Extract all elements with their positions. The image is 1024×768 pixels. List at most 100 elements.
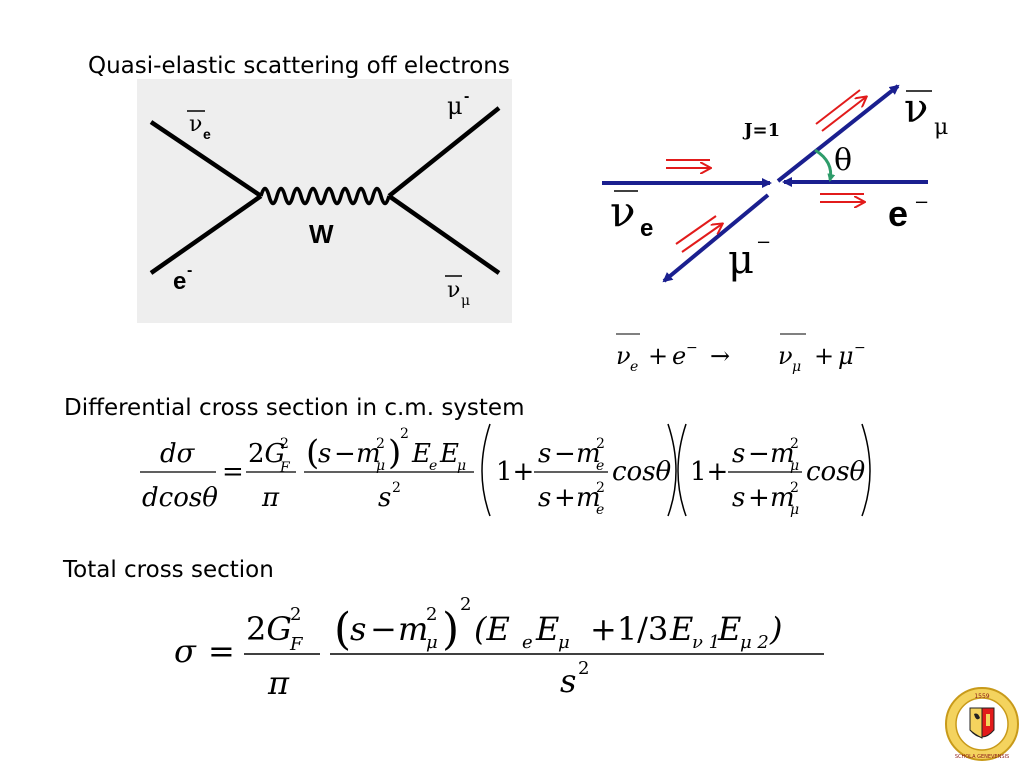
reaction-equation: ν e + e − → ν μ + μ − <box>616 330 866 377</box>
kin-electron-sup: − <box>914 192 929 213</box>
feynman-lines: ν e μ - W e - ν μ <box>149 88 501 309</box>
svg-text:): ) <box>442 604 459 655</box>
svg-text:=: = <box>222 457 244 487</box>
logo-motto: SCHOLA GENEVENSIS <box>955 754 1009 760</box>
svg-text:m: m <box>398 610 428 648</box>
svg-text:e: e <box>522 632 533 653</box>
feynman-w-label: W <box>309 219 334 249</box>
j-label: J=1 <box>742 120 780 141</box>
feynman-mu-sup: - <box>464 88 469 105</box>
kin-electron-label: e <box>888 193 908 234</box>
svg-text:E: E <box>717 610 741 648</box>
svg-text:s: s <box>538 439 551 469</box>
theta-arc <box>814 148 836 182</box>
svg-text:2: 2 <box>460 594 471 615</box>
svg-text:μ 2: μ 2 <box>740 632 769 653</box>
feynman-e-label: e <box>173 268 186 295</box>
svg-text:s: s <box>732 483 745 513</box>
spin-arrow-muon <box>675 215 722 253</box>
svg-text:F: F <box>279 460 291 476</box>
svg-text:=: = <box>208 632 235 670</box>
svg-text:s: s <box>350 610 366 648</box>
svg-text:e: e <box>596 458 604 474</box>
svg-text:): ) <box>388 433 401 473</box>
svg-text:m: m <box>770 483 795 513</box>
outgoing-nu-mu-line <box>776 84 900 183</box>
svg-text:μ: μ <box>457 458 466 474</box>
svg-text:2: 2 <box>392 480 401 496</box>
spin-arrow-nu-e <box>666 159 710 168</box>
total-formula: σ = 2G F 2 π ( s − m μ 2 ) 2 (E e E μ +1… <box>174 594 824 702</box>
svg-text:E: E <box>669 610 693 648</box>
svg-text:μ: μ <box>558 632 570 653</box>
svg-text:cosθ: cosθ <box>806 457 866 487</box>
feynman-nu-mu-sub: μ <box>461 293 470 309</box>
svg-text:1+: 1+ <box>690 457 728 487</box>
svg-text:dcosθ: dcosθ <box>142 483 218 513</box>
svg-text:(: ( <box>306 433 319 473</box>
outgoing-muon-line <box>662 193 770 283</box>
svg-text:m: m <box>770 439 795 469</box>
differential-heading: Differential cross section in c.m. syste… <box>64 395 525 421</box>
svg-text:): ) <box>769 610 782 648</box>
feynman-nu-e-bar-label: ν <box>189 112 202 137</box>
svg-text:μ: μ <box>426 632 438 653</box>
svg-text:ν e + e −: ν e + e − → ν μ + μ − <box>616 330 866 377</box>
svg-text:+: + <box>554 483 576 513</box>
university-logo: 1559 SCHOLA GENEVENSIS <box>944 686 1020 762</box>
svg-text:2: 2 <box>596 480 605 496</box>
feynman-diagram: ν e μ - W e - ν μ <box>137 79 512 323</box>
svg-text:μ: μ <box>790 458 799 474</box>
svg-text:−: − <box>334 439 356 469</box>
svg-text:s: s <box>560 662 576 700</box>
svg-text:−: − <box>554 439 576 469</box>
svg-text:s: s <box>378 483 391 513</box>
svg-text:2: 2 <box>790 480 799 496</box>
w-boson-propagator <box>259 186 391 206</box>
svg-text:s: s <box>538 483 551 513</box>
svg-text:dσ: dσ <box>160 439 196 469</box>
svg-text:μ: μ <box>790 502 799 518</box>
svg-text:ν 1: ν 1 <box>692 632 720 653</box>
svg-text:2: 2 <box>376 436 385 452</box>
svg-text:s: s <box>318 439 331 469</box>
svg-text:2: 2 <box>596 436 605 452</box>
helicity-diagram: J=1 θ ν μ ν e e − μ − <box>602 84 948 283</box>
svg-text:2: 2 <box>400 426 409 442</box>
svg-text:1+: 1+ <box>496 457 534 487</box>
svg-text:F: F <box>289 634 304 655</box>
svg-text:2G: 2G <box>246 610 292 648</box>
svg-text:s: s <box>732 439 745 469</box>
kin-muon-sup: − <box>756 232 771 253</box>
svg-text:m: m <box>576 439 601 469</box>
svg-text:m: m <box>356 439 381 469</box>
svg-text:2: 2 <box>790 436 799 452</box>
svg-text:π: π <box>267 664 290 702</box>
feynman-e-sup: - <box>187 262 192 279</box>
logo-year: 1559 <box>974 693 989 700</box>
kin-muon-label: μ <box>728 237 754 283</box>
svg-text:2G: 2G <box>248 439 285 469</box>
svg-text:2: 2 <box>280 436 289 452</box>
svg-text:cosθ: cosθ <box>612 457 672 487</box>
svg-text:m: m <box>576 483 601 513</box>
feynman-mu-label: μ <box>447 92 463 120</box>
svg-text:−: − <box>748 439 770 469</box>
slide-title: Quasi-elastic scattering off electrons <box>88 53 510 79</box>
svg-text:2: 2 <box>426 604 437 625</box>
svg-text:e: e <box>596 502 604 518</box>
svg-text:E: E <box>535 610 559 648</box>
kin-nu-e-sub: e <box>640 215 653 242</box>
spin-arrow-electron <box>820 193 864 202</box>
kin-nu-e-label: ν <box>610 187 636 236</box>
svg-text:(E: (E <box>474 610 510 648</box>
svg-text:+: + <box>748 483 770 513</box>
svg-text:e: e <box>429 458 437 474</box>
theta-label: θ <box>834 143 852 178</box>
differential-formula: dσ dcosθ = 2G F 2 π ( s − m μ 2 ) 2 E e … <box>140 423 871 518</box>
svg-text:σ: σ <box>174 632 197 670</box>
total-heading: Total cross section <box>63 557 274 583</box>
svg-text:2: 2 <box>578 658 589 679</box>
svg-text:π: π <box>261 483 280 513</box>
svg-text:E: E <box>439 439 459 469</box>
